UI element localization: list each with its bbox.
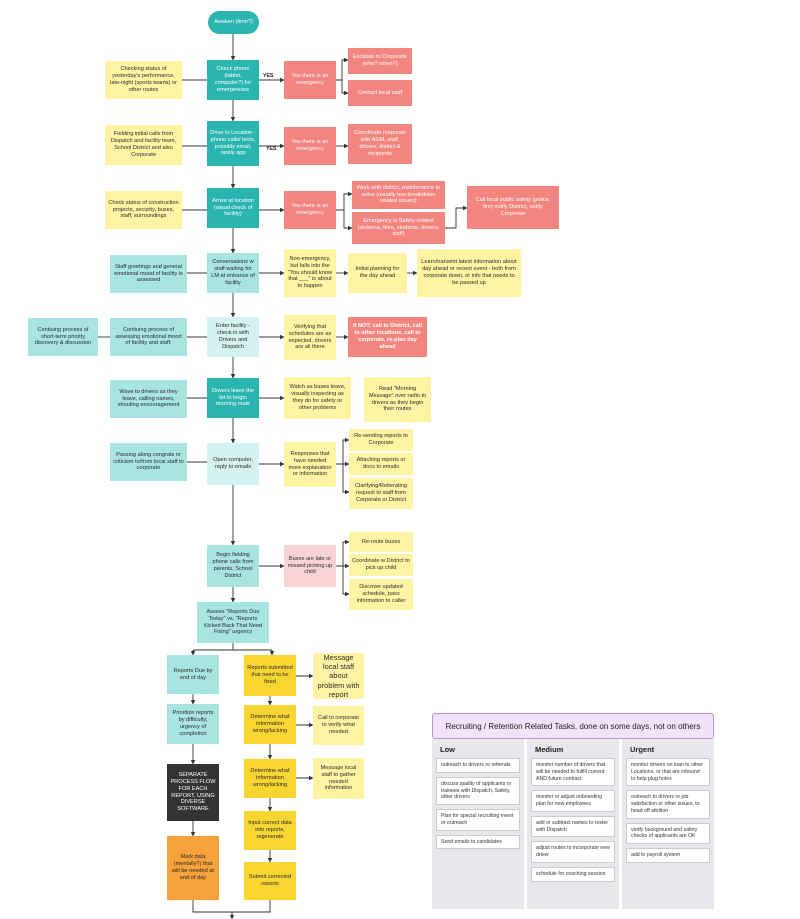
learn-transmit-note: Learn/transmit latest information about … (417, 249, 521, 297)
recruiting-retention-board: Recruiting / Retention Related Tasks, do… (432, 713, 714, 909)
task-card[interactable]: monitor drivers on loan to other Locatio… (626, 758, 710, 787)
buses-late-note: Buses are late or missed picking up chil… (284, 545, 336, 587)
determine-info-step-2: Determine what information wrong/lacking (244, 759, 296, 798)
task-card[interactable]: monitor number of drivers that will be n… (531, 758, 615, 787)
construction-status-note: Check status of construction projects, s… (105, 191, 182, 229)
assess-reports-step: Assess "Reports Due Today" vs. "Reports … (197, 602, 269, 643)
escalate-action: Escalate to Corporate (who? when?) (348, 48, 412, 74)
clarifying-note: Clarifying/Reiterating request to staff … (349, 478, 413, 509)
column-low: Low outreach to drivers re referrals dis… (432, 739, 524, 909)
task-card[interactable]: monitor or adjust onboarding plan for ne… (531, 790, 615, 812)
coordinate-district-note: Coordinate w District to pick up child (349, 554, 413, 576)
short-term-priority-note: Contiuing process of short-term priority… (28, 318, 98, 356)
separate-flow-step: SEPARATE PROCESS FLOW FOR EACH REPORT, U… (167, 764, 219, 821)
discover-updated-note: Discover updated schedule, pass informat… (349, 579, 413, 610)
task-card[interactable]: adjust routes to incorporate new driver (531, 841, 615, 863)
call-public-safety-action: Call local public safety (police, fire) … (467, 186, 559, 229)
column-header: Urgent (630, 745, 655, 754)
watch-buses-note: Watch as buses leave, visually inspectin… (284, 377, 351, 419)
column-header: Low (440, 745, 455, 754)
column-urgent: Urgent monitor drivers on loan to other … (622, 739, 714, 909)
column-header: Medium (535, 745, 564, 754)
mark-data-step: Mark data (mentally?) that will be neede… (167, 836, 219, 900)
task-card[interactable]: discuss quality of applicants or trainee… (436, 776, 520, 805)
arrive-step: Arrive at location (visual check of faci… (207, 188, 259, 228)
conversations-step: Conversations w staff waiting for LM at … (207, 253, 259, 293)
resending-note: Re-sending reports to Corporate (349, 429, 413, 451)
input-correct-step: Input correct data into reports, regener… (244, 811, 296, 850)
responses-needed-note: Responses that have needed more explanat… (284, 442, 336, 487)
message-gather-note: Message local staff to gather needed inf… (313, 758, 364, 799)
task-card[interactable]: schedule for coaching session (531, 866, 615, 882)
call-corporate-note: Call to corporate to verify what needed (313, 706, 364, 745)
reports-due-step: Reports Due by end of day (167, 655, 219, 694)
drivers-leave-step: Drivers leave the lot to begin morning r… (207, 378, 259, 418)
contact-local-action: Contact local staff (348, 80, 412, 106)
task-card[interactable]: verify background and safety checks of a… (626, 822, 710, 844)
non-emergency-note: Non-emergency, but falls into the "You s… (284, 249, 336, 297)
prioritize-step: Prioritize reports by difficulty, urgenc… (167, 704, 219, 744)
message-problem-note: Message local staff about problem with r… (313, 653, 364, 699)
congrats-criticism-note: Passing along congrats or criticism to/f… (110, 443, 187, 481)
task-card[interactable]: Send emails to candidates (436, 834, 520, 850)
if-not-action: If NOT: call to District, call to other … (348, 317, 427, 357)
work-district-action: Work with district, maintenance to solve… (352, 181, 445, 209)
initial-planning-note: Initial planning for the day ahead (348, 253, 407, 293)
coordinate-response-action: Coordinate response with AGM, staff, dri… (348, 124, 412, 164)
determine-info-step-1: Determine what information wrong/lacking (244, 705, 296, 744)
start-node: Awaken (time?) (208, 11, 259, 34)
yes-label-2: YES (266, 146, 277, 152)
emergency-decision-3: Yes there is an emergency (284, 191, 336, 229)
verifying-note: Verifying that schedules are as expected… (284, 315, 336, 360)
wave-drivers-note: Wave to drivers as they leave, calling n… (110, 380, 187, 418)
task-card[interactable]: add or subtract names to roster with Dis… (531, 815, 615, 838)
task-card[interactable]: outreach to drivers re referrals (436, 758, 520, 773)
column-medium: Medium monitor number of drivers that wi… (527, 739, 619, 909)
open-computer-step: Open computer, reply to emails (207, 443, 259, 485)
fielding-calls-note: Fielding initial calls from Dispatch and… (105, 125, 182, 165)
check-phone-step: Check phone (tablet, computer?) for emer… (207, 60, 259, 100)
yesterday-status-note: Checking status of yesterday's performan… (105, 61, 182, 99)
board-title: Recruiting / Retention Related Tasks, do… (432, 713, 714, 739)
attaching-note: Attaching reports or docs to emails (349, 453, 413, 475)
emergency-decision-2: Yes there is an emergency (284, 127, 336, 165)
staff-greetings-note: Staff greetings and general emotional mo… (110, 255, 187, 293)
reroute-note: Re-route buses (349, 532, 413, 552)
task-card[interactable]: Plan for special recruiting event or out… (436, 809, 520, 831)
read-morning-note: Read "Morning Message" over radio to dri… (364, 377, 431, 422)
submit-corrected-step: Submit corrected reports (244, 862, 296, 900)
task-card[interactable]: outreach to drivers re job satisfaction … (626, 790, 710, 819)
safety-related-action: Emergency is Safety-related (violence, f… (352, 212, 445, 244)
reports-fixed-step: Reports submitted that need to be fixed (244, 655, 296, 696)
task-card[interactable]: add to payroll system (626, 848, 710, 863)
enter-facility-step: Enter facility - check in with Drivers a… (207, 317, 259, 357)
begin-fielding-step: Begin fielding phone calls from parents,… (207, 545, 259, 587)
emotional-mood-note: Contiuing process of assessing emotional… (110, 318, 187, 356)
emergency-decision-1: Yes there is an emergency (284, 61, 336, 99)
drive-step: Drive to Location - phone calls/ texts, … (207, 121, 259, 166)
yes-label-1: YES (263, 73, 274, 79)
